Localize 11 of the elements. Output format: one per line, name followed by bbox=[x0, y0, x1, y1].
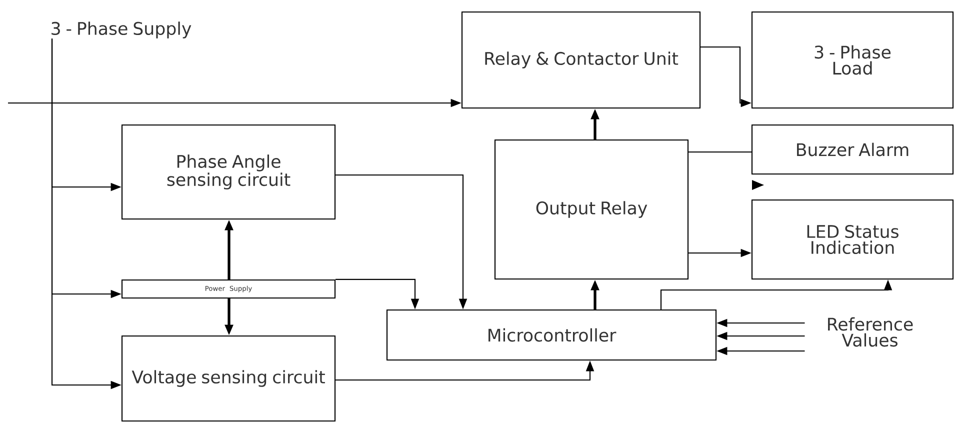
block-box: LED Status Indication bbox=[751, 199, 954, 280]
block-box: Microcontroller bbox=[386, 309, 717, 361]
connector-line bbox=[688, 151, 752, 153]
block-box: Buzzer Alarm bbox=[751, 124, 954, 175]
block-box: Output Relay bbox=[494, 139, 689, 280]
block-box: Voltage sensing circuit bbox=[121, 335, 336, 422]
reference-label: Reference Values bbox=[828, 317, 913, 347]
block-box: Phase Angle sensing circuit bbox=[121, 124, 336, 220]
block-box: 3 - Phase Load bbox=[751, 11, 954, 109]
supply-label: 3 - Phase Supply bbox=[52, 22, 192, 38]
block-box: Relay & Contactor Unit bbox=[461, 11, 701, 109]
